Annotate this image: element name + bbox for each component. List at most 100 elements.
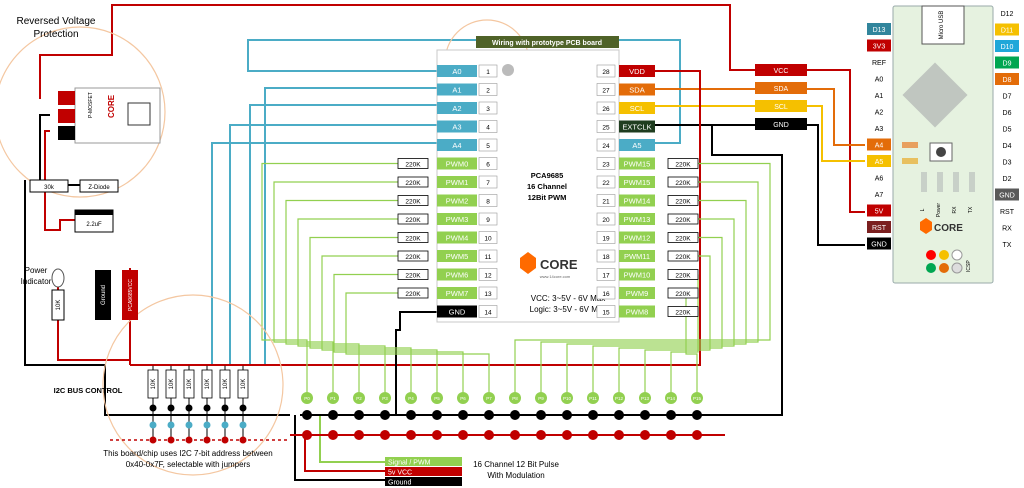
arduino-right-pin-label: D4 (1003, 143, 1012, 150)
chip-pin-number: 3 (486, 106, 490, 113)
chip-pin-number: 20 (602, 217, 610, 224)
chip-pin-label: PWM7 (446, 289, 469, 298)
chip-pin-number-box (596, 83, 616, 96)
chip-pin-number-box (596, 120, 616, 133)
chip-pin-label-box (437, 176, 477, 188)
chip-pin-number-box (596, 212, 616, 226)
chip-pin-label-box (619, 120, 655, 133)
chip-pin-number-box (596, 231, 616, 244)
header-label: P3 (382, 396, 388, 401)
resistor-30k (29, 179, 69, 193)
chip-pin-label: VDD (629, 67, 645, 76)
chip-pin-label-box (619, 250, 655, 262)
chip-pin-label-box (619, 83, 655, 96)
chip-pin-label-box (437, 102, 477, 114)
pwm-wire-right (540, 181, 759, 392)
jumper-address-dot (167, 421, 175, 429)
header-signal-pin (327, 392, 339, 404)
chip-pin-label: PWM0 (446, 160, 469, 169)
header-signal-pin (561, 392, 573, 404)
mosfet-label: P-MOSFET (88, 92, 94, 118)
arduino-led (937, 172, 943, 192)
pwm-resistor-label: 220K (675, 254, 691, 261)
arduino-left-pin-label: 5V (875, 209, 884, 216)
arduino-right-pin-label: RX (1002, 226, 1012, 233)
chip-pin-label: PWM12 (624, 234, 651, 243)
chip-pin-label: A0 (452, 67, 461, 76)
chip-pin-number-box (596, 249, 616, 263)
chip-pin-label: PWM6 (446, 271, 469, 280)
arduino-right-pin-label: D7 (1003, 94, 1012, 101)
arduino-led-label: RX (952, 206, 958, 214)
pwm-resistor-label: 220K (405, 291, 421, 298)
arduino-right-pin-box (995, 188, 1019, 201)
pwm-resistor-label: 220K (675, 273, 691, 280)
indicator-wire (57, 285, 130, 361)
arduino-left-pin-box (867, 138, 891, 151)
chip-pin-number-box (478, 101, 498, 115)
arduino-left-pin-label: A1 (875, 93, 884, 100)
chip-pin-number-box (478, 157, 498, 170)
pwm-resistor (397, 176, 429, 188)
icsp-dot-white (951, 249, 963, 261)
chip-pin-label-box (619, 176, 655, 188)
chip-pin-number: 5 (486, 143, 490, 150)
arduino-chip (902, 62, 968, 128)
chip-pin-number: 7 (486, 180, 490, 187)
chip-pin-label: SCL (630, 104, 645, 113)
arduino-right-pin-box (995, 40, 1019, 52)
zener-diode-label: Z-Diode (88, 185, 110, 191)
jumper-resistor-label: 10K (151, 379, 157, 390)
mosfet-pin-3 (58, 126, 75, 140)
chip-pin-label-box (619, 194, 655, 207)
arduino-left-pin-box (867, 39, 891, 52)
mosfet-tab (127, 102, 151, 126)
pwm-resistor-label: 220K (405, 217, 421, 224)
chip-pin-label: SDA (629, 86, 644, 95)
arduino-right-pin-label: RST (1000, 209, 1015, 216)
gnd-wire-right (655, 124, 865, 246)
header-label: P13 (641, 396, 650, 401)
pwm-resistor (397, 195, 429, 206)
chip-pin-label-box (437, 83, 477, 96)
pwm-resistor (667, 306, 699, 317)
arduino-left-pin-label: A0 (875, 77, 884, 84)
legend-wire-ground (294, 415, 385, 481)
arduino-left-pin-label: A2 (875, 110, 884, 117)
vcc-wire-top (39, 4, 865, 213)
chip-pin-number: 16 (602, 291, 610, 298)
legend-caption-line1: 16 Channel 12 Bit Pulse (473, 460, 559, 469)
jumper-ground-dot (203, 404, 211, 412)
chip-pin-label: PWM1 (446, 178, 469, 187)
icsp-label: ICSP (966, 260, 972, 272)
connector-label: SDA (774, 86, 789, 93)
chip-pin-number: 15 (602, 310, 610, 317)
pwm-resistor-label: 220K (405, 199, 421, 206)
arduino-right-pin-label: GND (999, 193, 1015, 200)
chip-pin-label: PWM9 (626, 289, 649, 298)
arduino-right-pin-label: D9 (1003, 61, 1012, 68)
arduino-led (921, 172, 927, 192)
arduino-right-pin-label: D6 (1003, 110, 1012, 117)
header-label: P0 (304, 396, 310, 401)
pwm-resistor (397, 269, 429, 280)
address-wire-a0 (247, 39, 681, 144)
pwm-wire-left (345, 292, 490, 392)
chip-pin-label: PWM5 (446, 252, 469, 261)
connector-box (755, 100, 807, 112)
header-signal-pin (639, 392, 651, 404)
arduino-led (969, 172, 975, 192)
chip-pin-number: 8 (486, 199, 490, 206)
jumper-resistor-label: 10K (223, 379, 229, 390)
chip-pin-number: 9 (486, 217, 490, 224)
chip-pin-number-box (478, 305, 498, 318)
chip-pin-number-box (478, 83, 498, 96)
connector-label: VCC (774, 68, 789, 75)
chip-name: PCA9685 (531, 171, 564, 180)
pwm-wire-left (273, 181, 398, 392)
indicator-resistor (51, 289, 65, 321)
